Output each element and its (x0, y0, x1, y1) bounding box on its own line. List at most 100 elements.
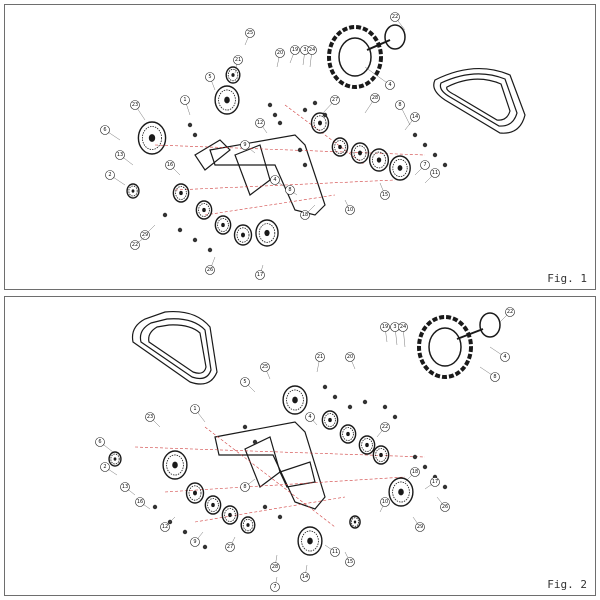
wheel (331, 137, 349, 157)
callout-number: 8 (493, 374, 496, 380)
bolt (177, 227, 183, 233)
callout-number: 1 (183, 97, 186, 103)
bolt (277, 514, 283, 520)
callout-bubble: 24 (307, 45, 317, 68)
callout-number: 17 (432, 479, 438, 485)
callout-bubble: 20 (275, 48, 285, 68)
callout-bubble: 3 (390, 322, 400, 346)
callout-number: 14 (302, 574, 308, 580)
callout-bubble: 29 (140, 224, 156, 240)
callout-bubble: 9 (240, 140, 256, 154)
callout-bubble: 18 (300, 204, 316, 220)
bolt (432, 152, 438, 158)
wheel (108, 451, 122, 467)
callout-bubble: 7 (414, 160, 430, 176)
callout-number: 4 (308, 414, 311, 420)
callout-number: 1 (193, 406, 196, 412)
callout-bubble: 25 (244, 28, 255, 46)
callout-bubble: 25 (260, 362, 271, 380)
callout-bubble: 13 (120, 482, 136, 496)
wheel (214, 85, 240, 115)
wheel (233, 224, 253, 246)
wheel (172, 183, 190, 203)
callout-number: 19 (382, 324, 388, 330)
callout-number: 15 (382, 192, 388, 198)
bolt (412, 132, 418, 138)
callout-number: 25 (247, 30, 253, 36)
wheel (185, 482, 205, 504)
callout-number: 20 (347, 354, 353, 360)
callout-number: 10 (382, 499, 388, 505)
callout-number: 25 (262, 364, 268, 370)
callout-number: 8 (243, 484, 246, 490)
bolt (442, 162, 448, 168)
figure-caption: Fig. 1 (547, 272, 587, 285)
wheel (240, 516, 256, 534)
callout-bubble: 2 (105, 170, 126, 186)
bolt (192, 237, 198, 243)
callout-bubble: 5 (240, 377, 256, 393)
callout-bubble: 12 (255, 118, 268, 134)
callout-number: 27 (227, 544, 233, 550)
bolt (277, 120, 283, 126)
bolt (422, 464, 428, 470)
callout-number: 23 (147, 414, 153, 420)
callout-bubble: 1 (180, 95, 191, 116)
callout-number: 28 (272, 564, 278, 570)
callout-number: 9 (243, 142, 246, 148)
callout-bubble: 17 (424, 477, 440, 490)
callout-number: 7 (273, 584, 276, 590)
callout-number: 23 (132, 102, 138, 108)
assembly-guide-lines (134, 426, 426, 528)
callout-number: 28 (372, 95, 378, 101)
callout-bubble: 19 (380, 322, 390, 343)
callout-bubble: 22 (376, 422, 390, 438)
callout-bubble: 16 (135, 497, 151, 510)
callout-number: 11 (332, 549, 338, 555)
callout-number: 8 (398, 102, 401, 108)
bolt (322, 384, 328, 390)
callout-number: 20 (277, 50, 283, 56)
callout-number: 14 (412, 114, 418, 120)
wheel (388, 477, 414, 507)
callout-bubble: 17 (255, 264, 265, 280)
callout-bubble: 4 (364, 66, 395, 90)
callout-number: 27 (332, 97, 338, 103)
callout-bubble: 20 (345, 352, 356, 370)
callout-number: 21 (235, 57, 241, 63)
callout-number: 4 (503, 354, 506, 360)
callout-number: 16 (167, 162, 173, 168)
callout-number: 3 (303, 47, 306, 53)
callout-bubble: 11 (324, 544, 340, 557)
callout-number: 22 (392, 14, 398, 20)
callout-number: 22 (507, 309, 513, 315)
callout-number: 11 (432, 170, 438, 176)
callout-bubble: 27 (225, 536, 236, 552)
wheel (225, 66, 241, 84)
callout-bubble: 19 (289, 45, 300, 64)
callout-bubble: 8 (479, 366, 500, 382)
bogie-wheels (126, 66, 411, 247)
wheel (368, 148, 390, 172)
callout-bubble: 28 (364, 93, 380, 114)
callout-bubble: 26 (205, 256, 216, 275)
callout-bubble: 11 (424, 168, 440, 184)
callout-bubble: 2 (100, 462, 118, 476)
bolt (187, 122, 193, 128)
bolt (162, 212, 168, 218)
callout-bubble: 23 (130, 100, 146, 121)
wheel (389, 155, 411, 181)
callout-bubble: 22 (130, 236, 146, 250)
swing-arm-frame (214, 421, 326, 510)
wheel (339, 424, 357, 444)
wheel (349, 515, 361, 529)
bolt (392, 414, 398, 420)
callout-number: 24 (400, 324, 406, 330)
callout-number: 13 (117, 152, 123, 158)
bogie-wheels (108, 385, 414, 556)
callout-bubble: 8 (285, 185, 298, 196)
bolt (202, 544, 208, 550)
callout-bubble: 28 (270, 554, 280, 572)
